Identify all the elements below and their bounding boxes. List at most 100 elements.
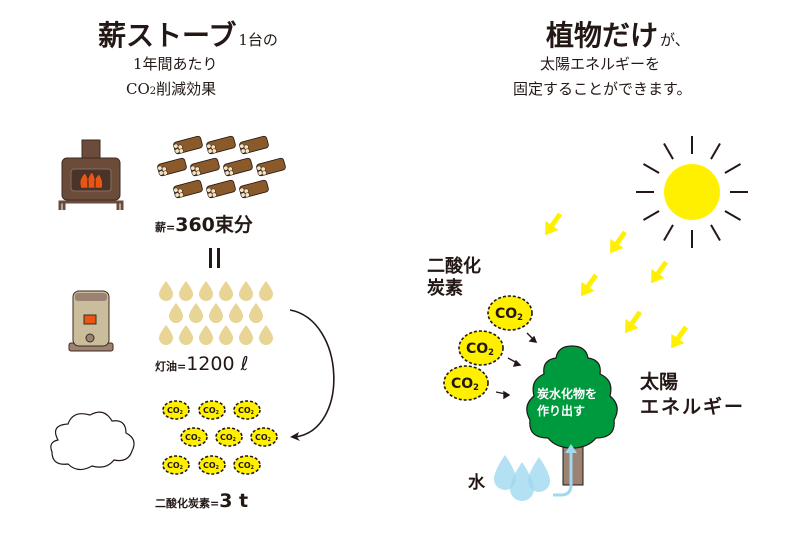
wood-stove-icon <box>58 139 124 210</box>
svg-text:CO2: CO2 <box>185 433 201 443</box>
kerosene-heater-icon <box>68 290 114 352</box>
svg-text:CO2: CO2 <box>255 433 271 443</box>
subscript: 2 <box>149 86 157 97</box>
tree-text-line1: 炭水化物を <box>537 387 598 401</box>
kerosene-prefix: 灯油= <box>155 360 187 373</box>
co2-badge: CO2 <box>180 427 208 447</box>
co2-badge: CO2 <box>162 455 190 475</box>
oil-drop-icon <box>199 281 213 301</box>
sun-ray <box>710 224 721 241</box>
sun-icon <box>636 136 748 248</box>
oil-drop-icon <box>219 281 233 301</box>
cloud-icon <box>50 411 135 471</box>
oil-drop-icon <box>169 303 183 323</box>
svg-text:CO2: CO2 <box>238 461 254 471</box>
water-drops-icon <box>494 455 550 501</box>
kerosene-value: 1200 ℓ <box>186 353 249 375</box>
equals-bars <box>209 248 220 268</box>
reduction-text: 削減効果 <box>156 80 217 98</box>
left-title: 薪ストーブ <box>98 19 237 52</box>
co2-badge: CO2 <box>162 400 190 420</box>
oil-drop-icon <box>239 325 253 345</box>
tree-icon <box>526 345 618 497</box>
sunlight-arrow-icon <box>610 230 628 254</box>
co2-label-line2: 炭素 <box>427 278 463 299</box>
sun-ray <box>643 210 660 221</box>
tree-text-line2: 作り出す <box>537 404 586 418</box>
co2-badge: CO2 <box>198 455 226 475</box>
oil-drop-icon <box>189 303 203 323</box>
sun-ray <box>724 163 741 174</box>
co2-label: 二酸化炭素 <box>427 256 481 300</box>
oil-drop-icon <box>179 281 193 301</box>
svg-text:CO2: CO2 <box>167 406 183 416</box>
sun-ray <box>663 143 674 160</box>
svg-text:CO2: CO2 <box>203 406 219 416</box>
firewood-value: 360束分 <box>175 214 253 236</box>
solar-label-line1: 太陽 <box>640 371 679 393</box>
firewood-bundle-icon <box>206 135 236 155</box>
left-title-line: 薪ストーブ 1台の <box>98 14 278 54</box>
solar-label-line2: エネルギー <box>640 396 746 418</box>
firewood-bundle-icon <box>239 135 269 155</box>
firewood-bundle-icon <box>206 179 236 199</box>
oil-drop-icon <box>159 325 173 345</box>
sun-ray <box>724 210 741 221</box>
oil-drop-icon <box>199 325 213 345</box>
sunlight-arrow-icon <box>651 260 669 284</box>
sunlight-arrow-icon <box>545 212 563 236</box>
sunlight-arrow-icon <box>581 273 599 297</box>
sun-ray <box>710 143 721 160</box>
co2-prefix: 二酸化炭素= <box>155 497 220 510</box>
right-title-line: 植物だけ が、 <box>546 14 690 54</box>
co2-badge: CO2 <box>215 427 243 447</box>
arrowhead <box>290 432 300 441</box>
right-subtitle-1: 太陽エネルギーを <box>540 55 661 73</box>
co2-amount-label: 二酸化炭素=3 t <box>155 490 248 512</box>
oil-drop-icon <box>239 281 253 301</box>
svg-text:CO2: CO2 <box>238 406 254 416</box>
oil-drop-icon <box>219 325 233 345</box>
svg-text:CO2: CO2 <box>466 341 494 357</box>
oil-drop-icon <box>249 303 263 323</box>
sunlight-arrow-icon <box>671 325 689 349</box>
co-text: CO <box>126 80 150 98</box>
right-title-suffix: が、 <box>660 31 690 49</box>
kerosene-label: 灯油=1200 ℓ <box>155 353 248 375</box>
co2-flow-arrows <box>495 332 538 400</box>
firewood-label: 薪=360束分 <box>155 210 253 237</box>
sun-ray <box>643 163 660 174</box>
co2-label-line1: 二酸化 <box>427 256 481 277</box>
sun-ray <box>663 224 674 241</box>
right-subtitle-2: 固定することができます。 <box>513 80 692 98</box>
left-title-suffix: 1台の <box>238 31 278 49</box>
svg-text:CO2: CO2 <box>451 376 479 392</box>
co2-badge: CO2 <box>233 400 261 420</box>
sunlight-arrow-icon <box>625 310 643 334</box>
firewood-bundle-icon <box>256 157 286 177</box>
oil-drop-icon <box>159 281 173 301</box>
curved-arrow <box>289 309 335 438</box>
firewood-bundle-icon <box>239 179 269 199</box>
svg-text:CO2: CO2 <box>167 461 183 471</box>
right-title: 植物だけ <box>546 19 659 52</box>
water-label: 水 <box>468 473 485 493</box>
tree-text: 炭水化物を作り出す <box>537 386 597 420</box>
left-subtitle-1: 1年間あたり <box>133 55 218 73</box>
firewood-bundle-icon <box>223 157 253 177</box>
firewood-prefix: 薪= <box>155 221 176 234</box>
oil-drop-icon <box>229 303 243 323</box>
co2-badge: CO2 <box>458 330 504 366</box>
oil-drop-icon <box>259 281 273 301</box>
oil-drop-icon <box>179 325 193 345</box>
co2-badge: CO2 <box>233 455 261 475</box>
co2-badge: CO2 <box>487 295 533 331</box>
co2-badge: CO2 <box>443 365 489 401</box>
firewood-bundle-icon <box>157 157 187 177</box>
firewood-bundle-icon <box>190 157 220 177</box>
co2-badge: CO2 <box>198 400 226 420</box>
firewood-bundle-icon <box>173 135 203 155</box>
solar-energy-label: 太陽エネルギー <box>640 370 745 420</box>
oil-drop-icon <box>259 325 273 345</box>
